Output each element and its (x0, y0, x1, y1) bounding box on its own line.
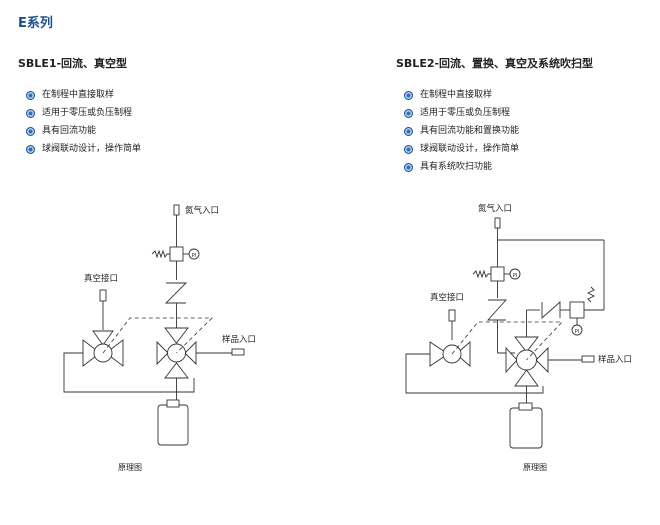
nitrogen-inlet-label: 氮气入口 (478, 203, 512, 214)
nitrogen-inlet-label: 氮气入口 (185, 205, 219, 216)
feature-list-sble2: 在制程中直接取样 适用于零压或负压制程 具有回流功能和置换功能 球阀联动设计，操… (404, 86, 519, 176)
purge-check-valve-icon (541, 300, 561, 320)
bullet-icon (404, 144, 413, 154)
schematic-diagram-sble2: 氮气入口 PI 真空接口 PI 样品入口 (405, 203, 632, 449)
sample-inlet-label: 样品入口 (598, 354, 632, 365)
sample-inlet-port (231, 348, 245, 356)
bullet-icon (26, 144, 35, 154)
ball-valve-2-right (184, 340, 197, 366)
bullet-icon (404, 108, 413, 118)
svg-text:PI: PI (192, 253, 197, 259)
sample-bottle (509, 407, 543, 449)
ball-valve-1-right (105, 339, 124, 367)
ball-valve-2-bottom (514, 369, 539, 387)
bullet-icon (404, 90, 413, 100)
bottle-cap (518, 402, 533, 411)
bullet-icon (26, 90, 35, 100)
list-item: 适用于零压或负压制程 (26, 104, 141, 122)
schematic-diagram-sble1: 氮气入口 PI 真空接口 样品入口 (63, 204, 256, 446)
pressure-gauge (571, 324, 583, 336)
sample-inlet-label: 样品入口 (222, 334, 256, 345)
list-item: 在制程中直接取样 (26, 86, 141, 104)
list-item: 球阀联动设计，操作简单 (26, 140, 141, 158)
model-title-sble2: SBLE2-回流、置换、真空及系统吹扫型 (396, 57, 594, 70)
diagram-caption-sble1: 原理图 (118, 463, 142, 472)
list-item: 具有回流功能 (26, 122, 141, 140)
spring-icon (151, 249, 170, 259)
regulator (490, 266, 505, 282)
vacuum-port (99, 289, 107, 302)
vacuum-port-label: 真空接口 (430, 292, 464, 303)
valve-linkage (102, 317, 213, 354)
model-title-sble1: SBLE1-回流、真空型 (18, 57, 128, 70)
list-item: 在制程中直接取样 (404, 86, 519, 104)
bullet-icon (404, 126, 413, 136)
purge-regulator (569, 301, 585, 319)
bullet-icon (404, 162, 413, 172)
ball-valve-2-left (505, 346, 518, 374)
ball-valve-2-right (535, 346, 549, 374)
bullet-icon (26, 108, 35, 118)
list-item: 具有回流功能和置换功能 (404, 122, 519, 140)
pressure-gauge (509, 268, 521, 280)
check-valve-icon (486, 299, 508, 321)
svg-text:PI: PI (575, 329, 580, 335)
vacuum-port-label: 真空接口 (84, 273, 118, 284)
spring-icon (472, 269, 491, 279)
ball-valve-2-bottom (164, 362, 189, 379)
list-item: 适用于零压或负压制程 (404, 104, 519, 122)
feature-list-sble1: 在制程中直接取样 适用于零压或负压制程 具有回流功能 球阀联动设计，操作简单 (26, 86, 141, 158)
sample-bottle (157, 404, 189, 446)
diagram-caption-sble2: 原理图 (523, 463, 547, 472)
spring-icon (586, 286, 596, 303)
ball-valve-2-left (156, 340, 169, 366)
nitrogen-inlet-port (494, 217, 501, 229)
list-item: 球阀联动设计，操作简单 (404, 140, 519, 158)
check-valve-icon (164, 282, 188, 304)
sample-inlet-port (581, 355, 595, 363)
list-item: 具有系统吹扫功能 (404, 158, 519, 176)
pressure-gauge (188, 248, 200, 260)
ball-valve-1-top (92, 330, 114, 346)
svg-text:PI: PI (513, 273, 518, 279)
bullet-icon (26, 126, 35, 136)
bottle-cap (166, 399, 180, 408)
ball-valve-1-right (455, 341, 471, 367)
ball-valve-2-top (164, 327, 189, 344)
regulator (169, 246, 184, 262)
vacuum-port (448, 309, 456, 322)
series-title: E系列 (18, 16, 53, 31)
nitrogen-inlet-port (173, 204, 180, 216)
